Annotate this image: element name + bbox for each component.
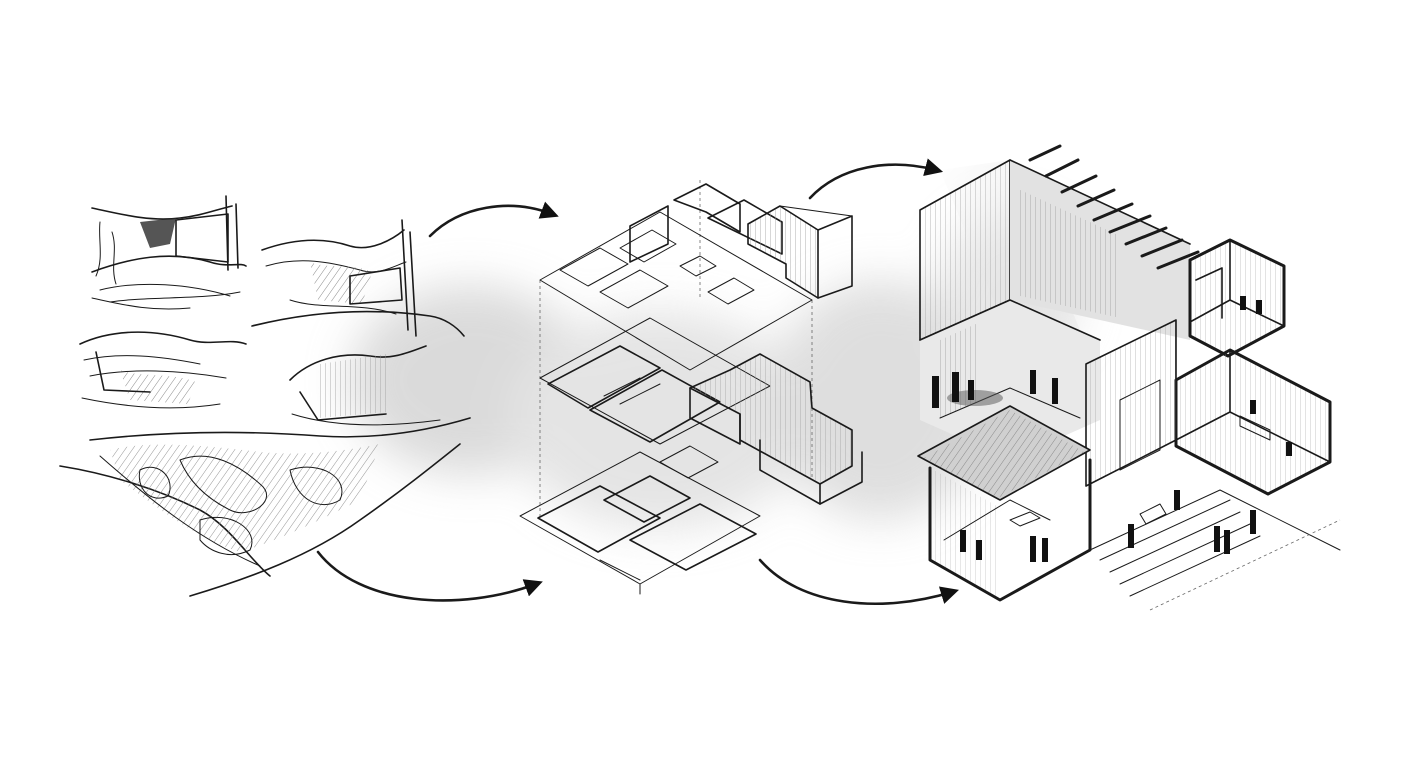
upper-gallery (919, 144, 1200, 341)
plan-level-bottom (519, 445, 761, 595)
middle-room-box (1174, 348, 1332, 496)
plan-level-top (539, 183, 853, 371)
terrain-sketch-valley (79, 331, 247, 409)
arrow-stage1-to-stage2-lower (316, 550, 543, 602)
plan-level-middle (539, 317, 863, 505)
upper-room-box (1188, 238, 1286, 358)
terrain-sketch-cave (91, 195, 247, 310)
terrain-sketch-ridge (251, 219, 465, 337)
roof-louvers (1028, 144, 1200, 270)
exploded-plan-axonometric (519, 180, 863, 595)
arrow-stage2-to-stage3-upper (808, 158, 944, 200)
terrain-sketches (59, 195, 471, 597)
arrow-stage2-to-stage3-lower (758, 558, 959, 606)
connector-arrows (316, 158, 959, 606)
terrain-sketch-topography (59, 417, 471, 597)
base-terrace (1089, 489, 1341, 611)
rendered-section-axonometric (917, 144, 1341, 611)
terrain-sketch-outcrop (289, 345, 441, 426)
corridor-walls (1085, 319, 1177, 487)
arrow-stage1-to-stage2-upper (428, 201, 559, 238)
lower-pavilion (917, 405, 1092, 602)
central-hall (919, 299, 1101, 460)
